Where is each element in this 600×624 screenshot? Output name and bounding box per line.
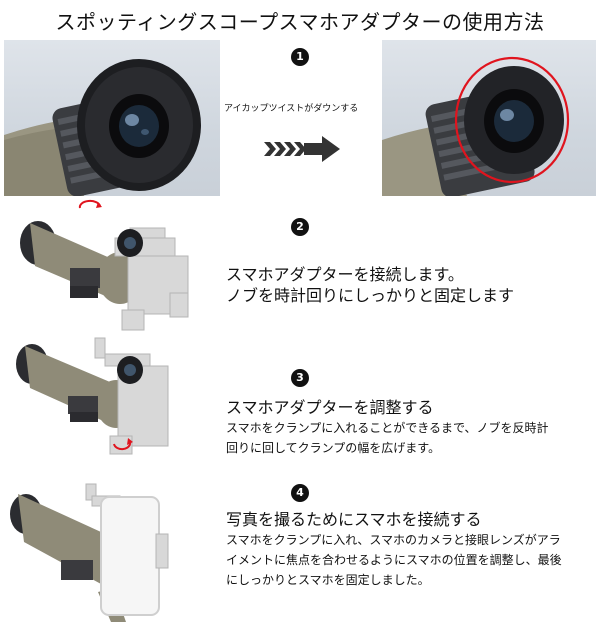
step-4-body-line-3: にしっかりとスマホを固定しました。 xyxy=(226,573,430,587)
step-2-line-2: ノブを時計回りにしっかりと固定します xyxy=(226,286,515,305)
eyepiece-before-photo xyxy=(4,40,220,196)
step-4-number: 4 xyxy=(291,484,309,502)
step-2-illustration xyxy=(20,199,189,331)
step-3-body-line-2: 回りに回してクランプの幅を広げます。 xyxy=(226,441,441,455)
step-4-body-line-2: イメントに焦点を合わせるようにスマホの位置を調整し、最後 xyxy=(226,553,562,567)
step-4-body-line-1: スマホをクランプに入れ、スマホのカメラと接眼レンズがアラ xyxy=(226,533,561,547)
step-3-illustration xyxy=(16,337,169,455)
eyepiece-before-illustration xyxy=(4,59,201,196)
highlight-circle xyxy=(454,56,570,184)
step-1-number: 1 xyxy=(291,48,309,66)
step-3-number: 3 xyxy=(291,369,309,387)
eyepiece-after-illustration xyxy=(382,56,570,196)
eyepiece-after-photo xyxy=(382,40,596,196)
step-3-heading: スマホアダプターを調整する xyxy=(226,398,434,417)
step-4-heading: 写真を撮るためにスマホを接続する xyxy=(226,510,482,529)
step-4-illustration xyxy=(10,483,169,622)
page-title: スポッティングスコープスマホアダプターの使用方法 xyxy=(55,10,545,34)
step-2-line-1: スマホアダプターを接続します。 xyxy=(226,265,464,284)
right-arrow-icon xyxy=(264,136,340,162)
step-2-number: 2 xyxy=(291,218,309,236)
step-3-body-line-1: スマホをクランプに入れることができるまで、ノブを反時計 xyxy=(226,421,549,435)
step-1-caption: アイカップツイストがダウンする xyxy=(224,104,359,114)
